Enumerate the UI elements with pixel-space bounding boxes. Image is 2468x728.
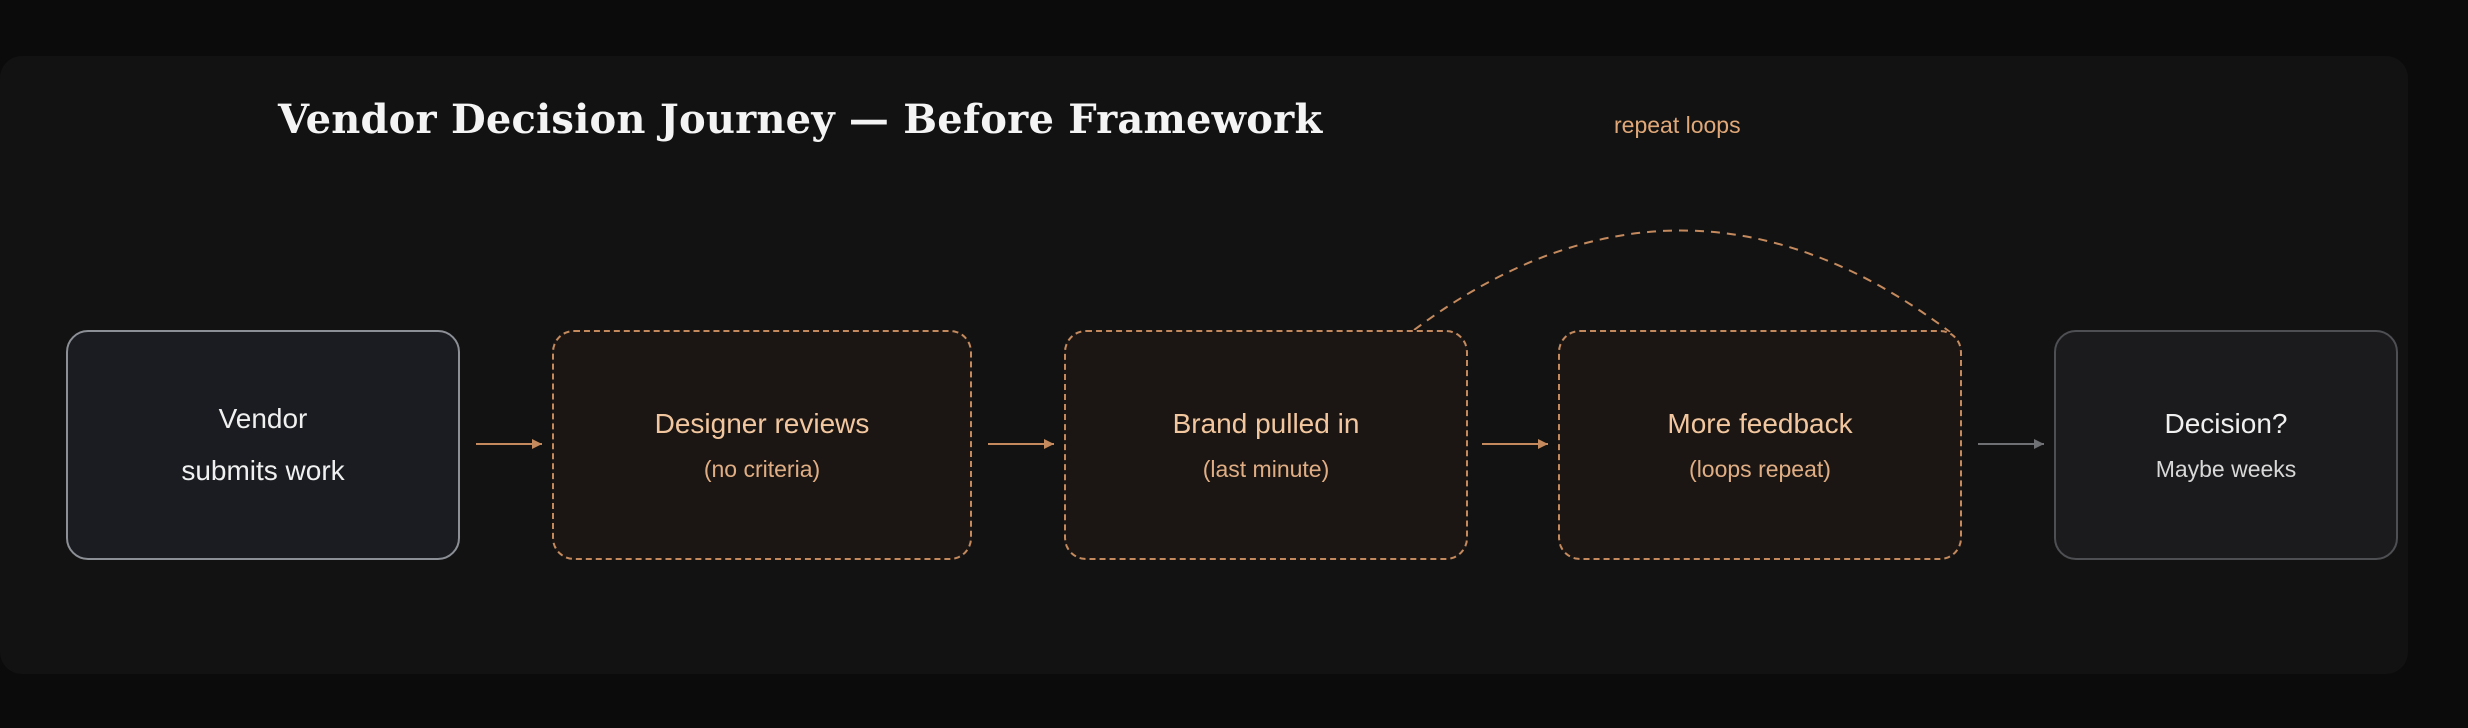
node-designer-line1: Designer reviews	[654, 408, 870, 439]
node-designer-line2: (no criteria)	[703, 456, 821, 482]
diagram-title: Vendor Decision Journey — Before Framewo…	[278, 96, 1323, 143]
node-decision: Decision? Maybe weeks	[2054, 330, 2398, 560]
node-feedback-line2: (loops repeat)	[1689, 456, 1831, 482]
node-feedback-line1: More feedback	[1667, 408, 1853, 439]
loop-label: repeat loops	[1614, 112, 1741, 138]
node-more-feedback: More feedback (loops repeat)	[1558, 330, 1962, 560]
node-brand-line2: (last minute)	[1202, 456, 1330, 482]
node-vendor-line2: submits work	[181, 455, 345, 486]
node-vendor-submits-work: Vendor submits work	[66, 330, 460, 560]
node-designer-reviews: Designer reviews (no criteria)	[552, 330, 972, 560]
node-brand-pulled-in: Brand pulled in (last minute)	[1064, 330, 1468, 560]
node-brand-line1: Brand pulled in	[1172, 408, 1360, 439]
node-decision-line1: Decision?	[2164, 408, 2288, 439]
node-vendor-line1: Vendor	[218, 403, 308, 434]
node-decision-line2: Maybe weeks	[2155, 456, 2297, 482]
